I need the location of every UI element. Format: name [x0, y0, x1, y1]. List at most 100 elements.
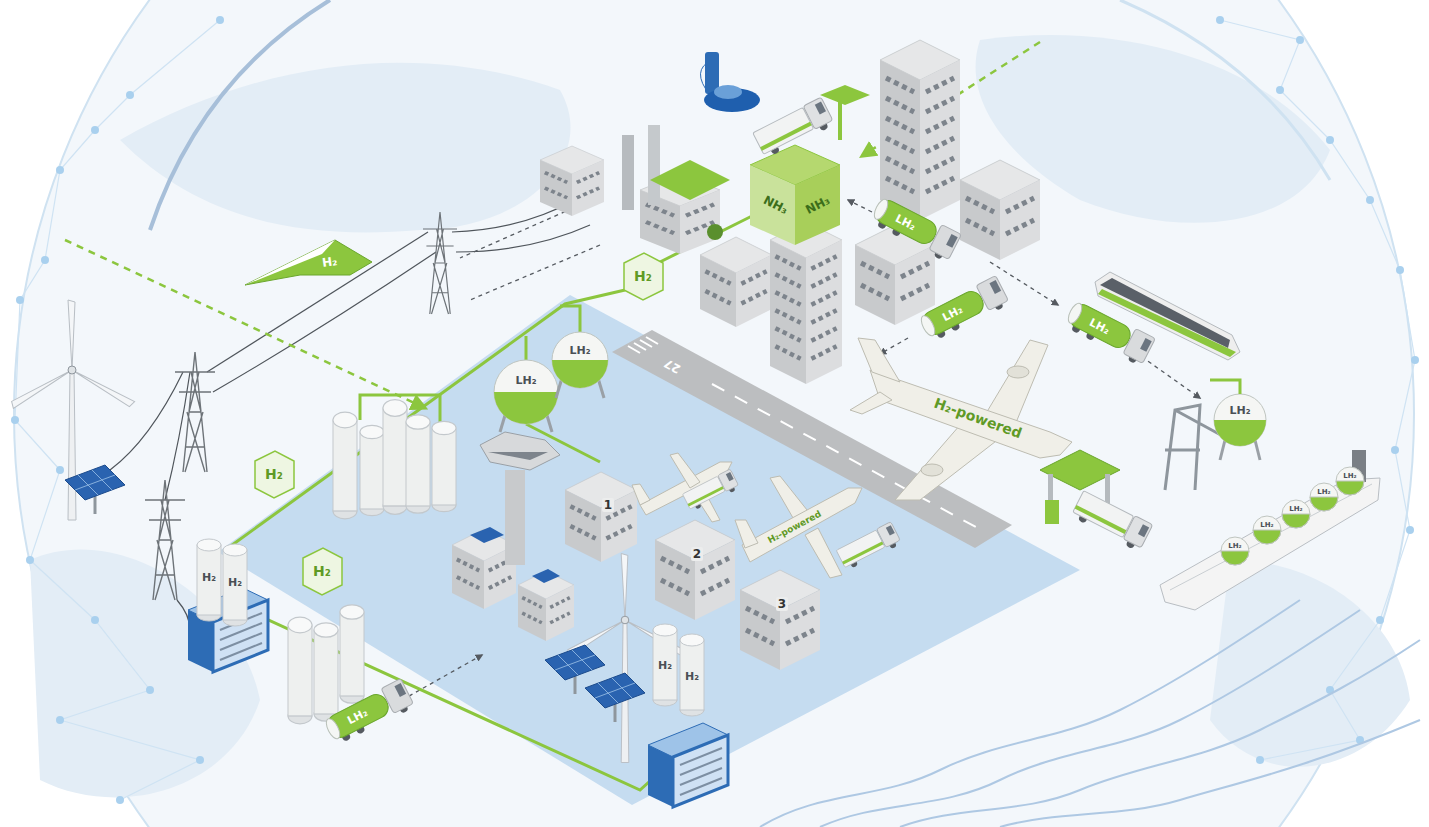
globe-background — [1256, 756, 1264, 764]
storage-tanks — [340, 605, 364, 703]
storage-tanks — [406, 415, 430, 513]
transport — [1282, 514, 1310, 528]
tank-label: LH₂ — [1315, 488, 1332, 497]
transport — [868, 195, 961, 263]
transport — [1310, 483, 1338, 511]
transport — [1253, 516, 1281, 544]
globe-background — [196, 756, 204, 764]
sea-waves — [900, 640, 1420, 827]
transport — [1336, 467, 1364, 495]
city-buildings — [707, 224, 723, 240]
city-buildings — [838, 100, 842, 140]
city-buildings — [705, 52, 719, 94]
aircraft — [670, 453, 700, 488]
storage-tanks — [432, 421, 456, 511]
globe-background — [150, 0, 330, 230]
city-buildings — [752, 97, 835, 160]
energy-generation — [65, 465, 125, 514]
storage-tanks — [223, 544, 247, 626]
globe-background — [1120, 0, 1330, 180]
aircraft — [921, 464, 943, 476]
globe-background — [1411, 356, 1419, 364]
energy-generation — [10, 212, 728, 807]
globe-background — [126, 91, 134, 99]
power-lines — [110, 372, 183, 470]
city-buildings — [700, 60, 712, 95]
city-buildings — [750, 165, 795, 245]
transport — [1221, 467, 1364, 565]
globe-background — [56, 166, 64, 174]
storage-tanks — [197, 332, 704, 724]
globe-background — [56, 716, 64, 724]
transport — [1221, 551, 1249, 565]
globe-background — [116, 796, 124, 804]
h2-sign: H₂ — [311, 563, 333, 579]
globe-background — [41, 256, 49, 264]
storage-tanks — [360, 425, 384, 515]
globe-background — [1216, 16, 1224, 24]
globe-background — [1396, 266, 1404, 274]
globe-background — [91, 616, 99, 624]
aircraft — [682, 469, 740, 513]
aircraft-label: H₂-powered — [764, 507, 825, 546]
sea-waves — [1000, 720, 1420, 827]
transport — [1336, 481, 1364, 495]
h2-signs — [303, 548, 342, 595]
aircraft — [870, 370, 1072, 458]
storage-tanks — [494, 332, 608, 432]
aircraft — [805, 528, 842, 578]
h2-sign: H₂ — [632, 268, 654, 284]
transport — [1214, 394, 1266, 446]
tank-label: H₂ — [200, 571, 218, 584]
globe-background — [14, 0, 1414, 827]
tank-label: LH₂ — [513, 374, 538, 387]
building-label: NH₃ — [802, 192, 835, 218]
transport — [1045, 500, 1059, 524]
globe-background — [26, 556, 34, 564]
tank-label: H₂ — [683, 670, 701, 683]
aircraft — [735, 520, 758, 548]
globe-background — [1326, 136, 1334, 144]
globe-background — [146, 686, 154, 694]
city-buildings — [820, 85, 870, 105]
storage-tanks — [494, 392, 558, 424]
transport — [1282, 500, 1310, 528]
h2-signs — [624, 253, 663, 300]
city-buildings — [960, 160, 1040, 260]
storage-tanks — [314, 623, 338, 721]
storage-tanks — [680, 634, 704, 716]
tank-label: LH₂ — [939, 302, 967, 325]
aircraft — [850, 338, 1072, 500]
globe-background — [56, 466, 64, 474]
transport — [1221, 537, 1249, 565]
city-buildings — [540, 40, 1040, 384]
transport — [1170, 484, 1372, 590]
power-lines — [110, 200, 590, 630]
city-buildings — [770, 222, 842, 384]
power-lines — [207, 232, 428, 372]
globe-background — [216, 16, 224, 24]
storage-tanks — [383, 400, 407, 515]
transport — [1095, 272, 1240, 360]
airport-apron — [218, 295, 1080, 805]
energy-generation — [175, 352, 215, 472]
globe-background — [1376, 616, 1384, 624]
grid-arrows — [848, 200, 872, 212]
transport — [1210, 380, 1240, 394]
globe-background — [1391, 446, 1399, 454]
transport — [1070, 490, 1153, 553]
hydrogen-pipes — [225, 600, 660, 790]
aircraft — [632, 484, 650, 505]
aircraft — [245, 240, 1072, 578]
airport-buildings — [740, 570, 820, 670]
globe-background — [1296, 36, 1304, 44]
airport-buildings — [488, 452, 548, 460]
storage-tanks — [653, 624, 677, 706]
aircraft — [245, 240, 372, 285]
aircraft — [985, 340, 1048, 425]
gate-number: 1 — [602, 498, 614, 512]
tank-label: LH₂ — [892, 211, 920, 234]
city-buildings — [795, 165, 840, 245]
aircraft — [836, 522, 902, 572]
